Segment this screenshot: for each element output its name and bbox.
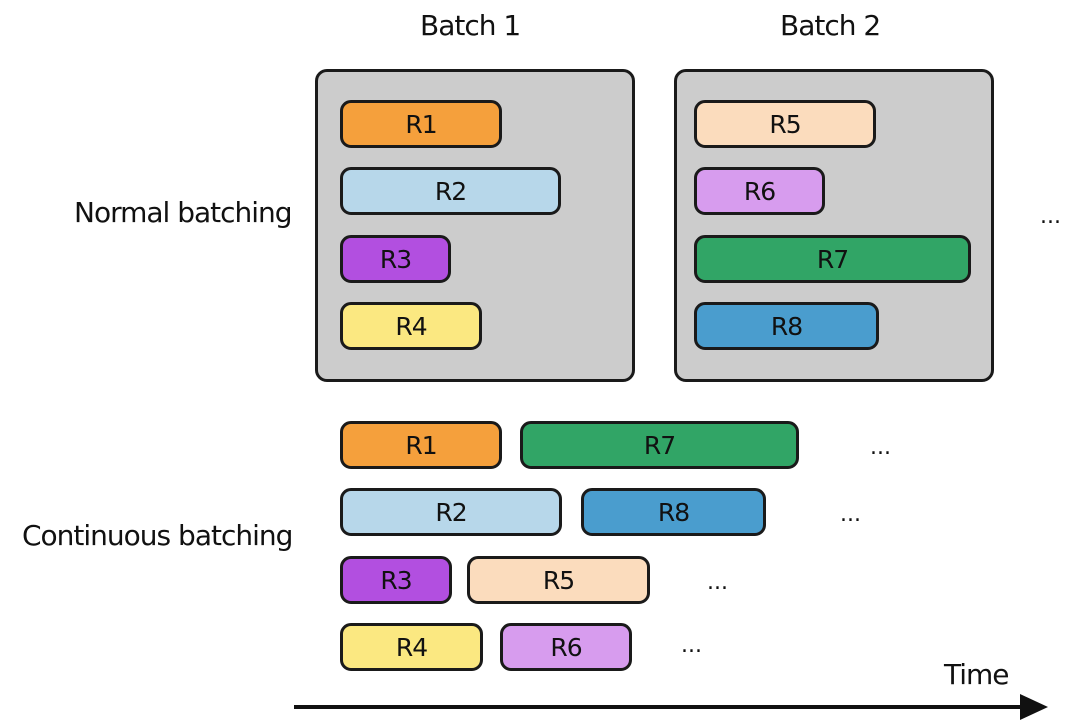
continuous-batching-label: Continuous batching — [22, 519, 293, 552]
continuous-request-r2: R2 — [340, 488, 562, 536]
continuous-request-r7: R7 — [520, 421, 799, 469]
normal-request-r2: R2 — [340, 167, 561, 215]
batch-1-title: Batch 1 — [420, 9, 521, 42]
time-axis-arrow-icon — [1020, 694, 1048, 720]
normal-batching-label: Normal batching — [74, 196, 293, 229]
normal-request-r3: R3 — [340, 235, 451, 283]
continuous-request-r6: R6 — [500, 623, 632, 671]
time-axis-label: Time — [944, 658, 1010, 691]
continuous-request-r8: R8 — [581, 488, 766, 536]
normal-batching-ellipsis: ... — [1040, 204, 1061, 229]
normal-request-r1: R1 — [340, 100, 502, 148]
continuous-request-r3: R3 — [340, 556, 452, 604]
batch-2-title: Batch 2 — [780, 9, 881, 42]
continuous-request-r4: R4 — [340, 623, 483, 671]
normal-request-r4: R4 — [340, 302, 482, 350]
continuous-row-2-ellipsis: ... — [840, 502, 861, 527]
continuous-row-4-ellipsis: ... — [681, 633, 702, 658]
continuous-request-r5: R5 — [467, 556, 650, 604]
time-axis-line — [294, 705, 1022, 709]
normal-request-r8: R8 — [694, 302, 879, 350]
continuous-row-1-ellipsis: ... — [870, 435, 891, 460]
continuous-request-r1: R1 — [340, 421, 502, 469]
normal-request-r7: R7 — [694, 235, 971, 283]
normal-request-r6: R6 — [694, 167, 825, 215]
continuous-row-3-ellipsis: ... — [707, 570, 728, 595]
normal-request-r5: R5 — [694, 100, 876, 148]
